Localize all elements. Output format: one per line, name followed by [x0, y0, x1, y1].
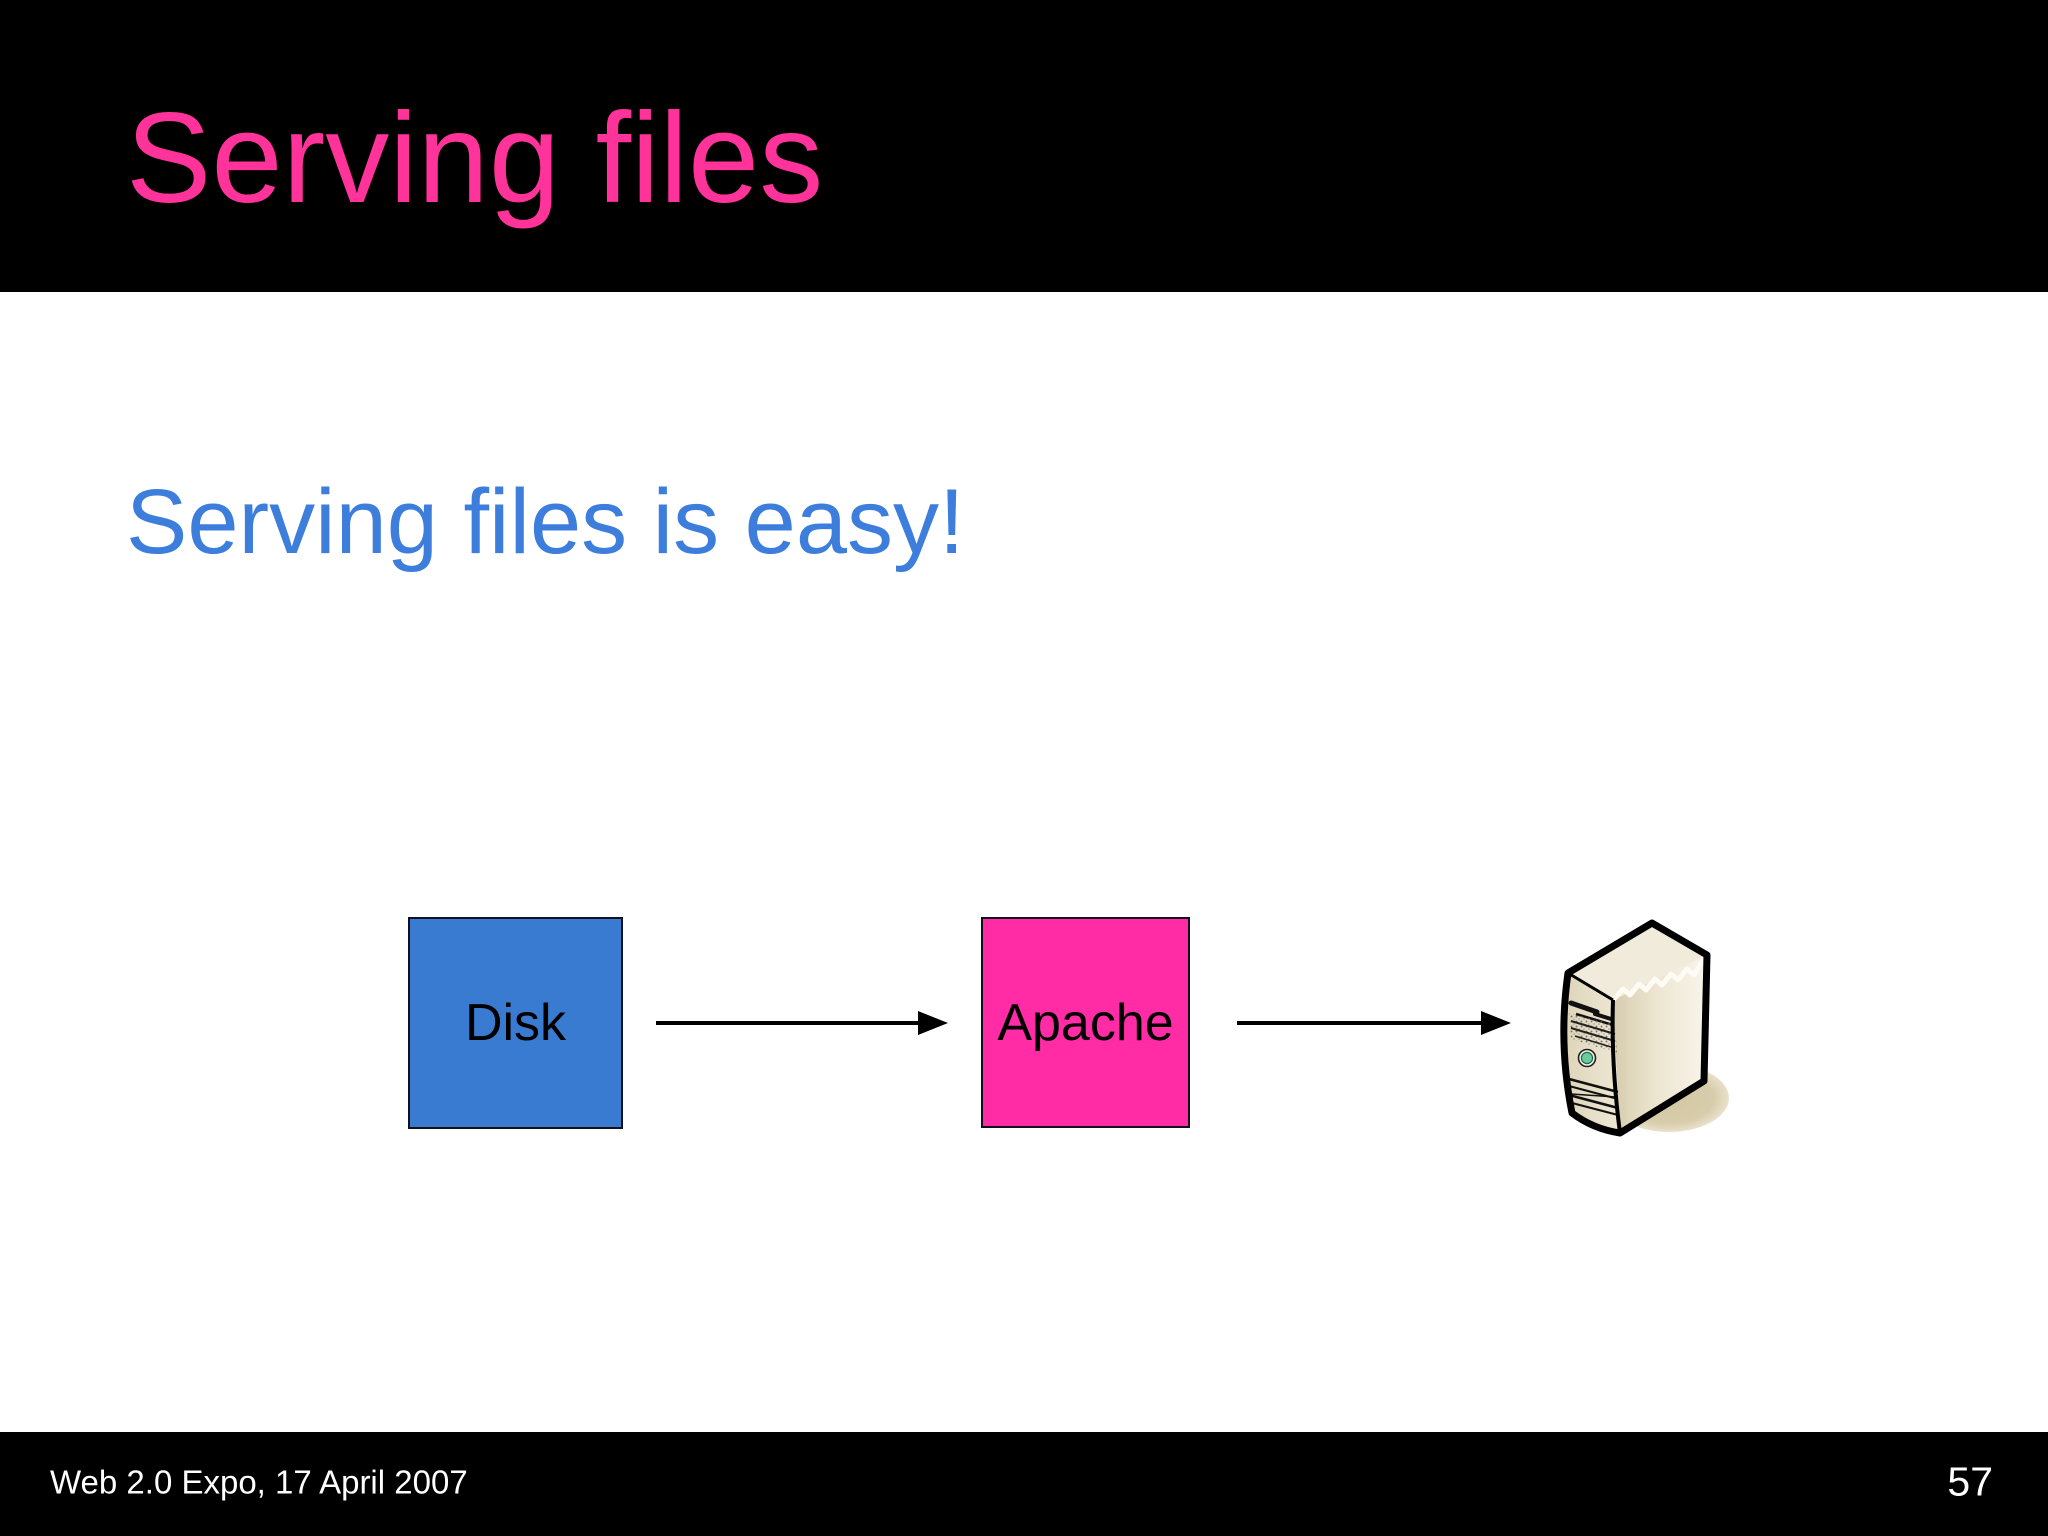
slide-subtitle: Serving files is easy! [126, 471, 965, 573]
server-tower-icon [1560, 919, 1729, 1137]
diagram-node-apache-label: Apache [997, 993, 1174, 1052]
diagram-node-disk-label: Disk [464, 994, 567, 1052]
slide-header: Serving files [0, 0, 2048, 292]
slide-title: Serving files [126, 87, 824, 230]
arrow-apache-to-server-icon [1237, 1011, 1511, 1035]
diagram-node-disk: Disk [408, 917, 623, 1129]
diagram-node-apache: Apache [981, 917, 1190, 1128]
slide-footer: Web 2.0 Expo, 17 April 2007 57 [0, 1432, 2048, 1536]
footer-page-number: 57 [1947, 1458, 1993, 1505]
footer-event-text: Web 2.0 Expo, 17 April 2007 [50, 1463, 468, 1501]
diagram-node-server [1545, 915, 1785, 1170]
arrow-disk-to-apache-icon [656, 1011, 948, 1035]
